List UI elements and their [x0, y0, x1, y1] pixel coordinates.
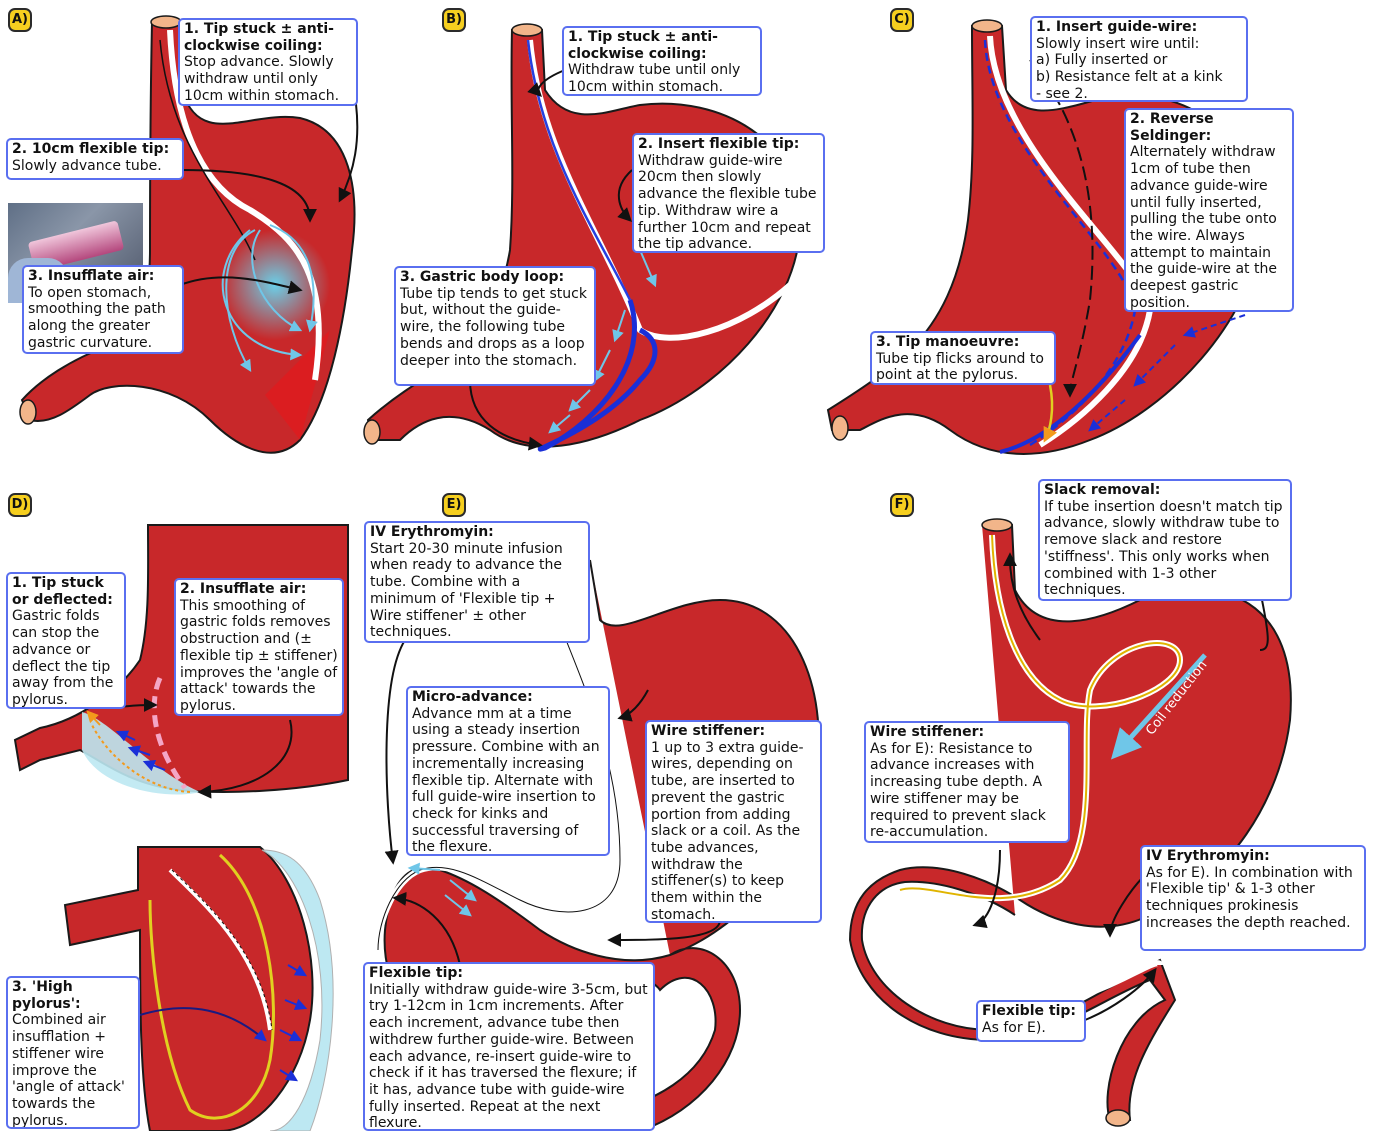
callout-title: IV Erythromyin:: [1146, 848, 1360, 865]
callout-text: As for E): Resistance to advance increas…: [870, 741, 1064, 841]
callout-text: Gastric folds can stop the advance or de…: [12, 608, 120, 708]
callout-a-tip-stuck: 1. Tip stuck ± anti-clockwise coiling: S…: [178, 18, 358, 106]
callout-text: As for E).: [982, 1020, 1080, 1037]
callout-text: Slowly advance tube.: [12, 158, 178, 175]
callout-f-wire-stiffener: Wire stiffener: As for E): Resistance to…: [864, 721, 1070, 843]
callout-c-tip-manoeuvre: 3. Tip manoeuvre: Tube tip flicks around…: [870, 331, 1056, 385]
callout-e-micro-advance: Micro-advance: Advance mm at a time usin…: [406, 686, 610, 856]
callout-d-tip-stuck: 1. Tip stuck or deflected: Gastric folds…: [6, 572, 126, 709]
panel-e-badge: E): [442, 493, 466, 517]
callout-a-insufflate-air: 3. Insufflate air: To open stomach, smoo…: [22, 265, 184, 354]
callout-text: Tube tip tends to get stuck but, without…: [400, 286, 590, 370]
callout-title: 1. Tip stuck ± anti-clockwise coiling:: [568, 29, 756, 62]
callout-title: 3. Insufflate air:: [28, 268, 178, 285]
callout-b-flexible-tip: 2. Insert flexible tip: Withdraw guide-w…: [632, 133, 825, 253]
callout-d-insufflate-air: 2. Insufflate air: This smoothing of gas…: [174, 578, 344, 716]
callout-title: IV Erythromyin:: [370, 524, 584, 541]
panel-b-badge: B): [442, 8, 466, 32]
callout-text: To open stomach, smoothing the path alon…: [28, 285, 178, 352]
callout-title: Slack removal:: [1044, 482, 1286, 499]
callout-title: Wire stiffener:: [651, 723, 816, 740]
callout-d-high-pylorus: 3. 'High pylorus': Combined air insuffla…: [6, 976, 140, 1129]
callout-title: 3. 'High pylorus':: [12, 979, 134, 1012]
callout-title: Micro-advance:: [412, 689, 604, 706]
callout-text: Slowly insert wire until: a) Fully inser…: [1036, 36, 1242, 102]
callout-text: Tube tip flicks around to point at the p…: [876, 351, 1050, 384]
callout-text: Combined air insufflation + stiffener wi…: [12, 1012, 134, 1129]
callout-text: If tube insertion doesn't match tip adva…: [1044, 499, 1286, 599]
callout-title: Flexible tip:: [369, 965, 649, 982]
callout-text: Withdraw guide-wire 20cm then slowly adv…: [638, 153, 819, 253]
callout-text: Start 20-30 minute infusion when ready t…: [370, 541, 584, 641]
callout-title: 1. Tip stuck or deflected:: [12, 575, 120, 608]
callout-title: 2. 10cm flexible tip:: [12, 141, 178, 158]
callout-c-reverse-seldinger: 2. Reverse Seldinger: Alternately withdr…: [1124, 108, 1294, 312]
panel-f-badge: F): [890, 493, 914, 517]
callout-c-guide-wire: 1. Insert guide-wire: Slowly insert wire…: [1030, 16, 1248, 102]
callout-text: 1 up to 3 extra guide-wires, depending o…: [651, 740, 816, 923]
callout-text: Advance mm at a time using a steady inse…: [412, 706, 604, 856]
callout-b-body-loop: 3. Gastric body loop: Tube tip tends to …: [394, 266, 596, 386]
callout-e-flexible-tip: Flexible tip: Initially withdraw guide-w…: [363, 962, 655, 1131]
callout-title: 2. Insert flexible tip:: [638, 136, 819, 153]
callout-f-flexible-tip: Flexible tip: As for E).: [976, 1000, 1086, 1042]
callout-title: 2. Insufflate air:: [180, 581, 338, 598]
callout-e-wire-stiffener: Wire stiffener: 1 up to 3 extra guide-wi…: [645, 720, 822, 923]
callout-title: 3. Tip manoeuvre:: [876, 334, 1050, 351]
callout-title: 1. Insert guide-wire:: [1036, 19, 1242, 36]
callout-title: 1. Tip stuck ± anti-clockwise coiling:: [184, 21, 352, 54]
callout-f-erythromycin: IV Erythromyin: As for E). In combinatio…: [1140, 845, 1366, 951]
callout-title: 2. Reverse Seldinger:: [1130, 111, 1288, 144]
callout-text: Alternately withdraw 1cm of tube then ad…: [1130, 144, 1288, 311]
panel-a-badge: A): [8, 8, 32, 32]
callout-f-slack-removal: Slack removal: If tube insertion doesn't…: [1038, 479, 1292, 601]
panel-d-badge: D): [8, 493, 32, 517]
callout-a-flexible-tip: 2. 10cm flexible tip: Slowly advance tub…: [6, 138, 184, 180]
callout-title: Flexible tip:: [982, 1003, 1080, 1020]
callout-title: 3. Gastric body loop:: [400, 269, 590, 286]
callout-title: Wire stiffener:: [870, 724, 1064, 741]
panel-c-badge: C): [890, 8, 914, 32]
callout-text: As for E). In combination with 'Flexible…: [1146, 865, 1360, 932]
callout-e-erythromycin: IV Erythromyin: Start 20-30 minute infus…: [364, 521, 590, 643]
callout-text: Initially withdraw guide-wire 3-5cm, but…: [369, 982, 649, 1131]
callout-text: Withdraw tube until only 10cm within sto…: [568, 62, 756, 95]
callout-b-tip-stuck: 1. Tip stuck ± anti-clockwise coiling: W…: [562, 26, 762, 96]
callout-text: This smoothing of gastric folds removes …: [180, 598, 338, 715]
callout-text: Stop advance. Slowly withdraw until only…: [184, 54, 352, 104]
